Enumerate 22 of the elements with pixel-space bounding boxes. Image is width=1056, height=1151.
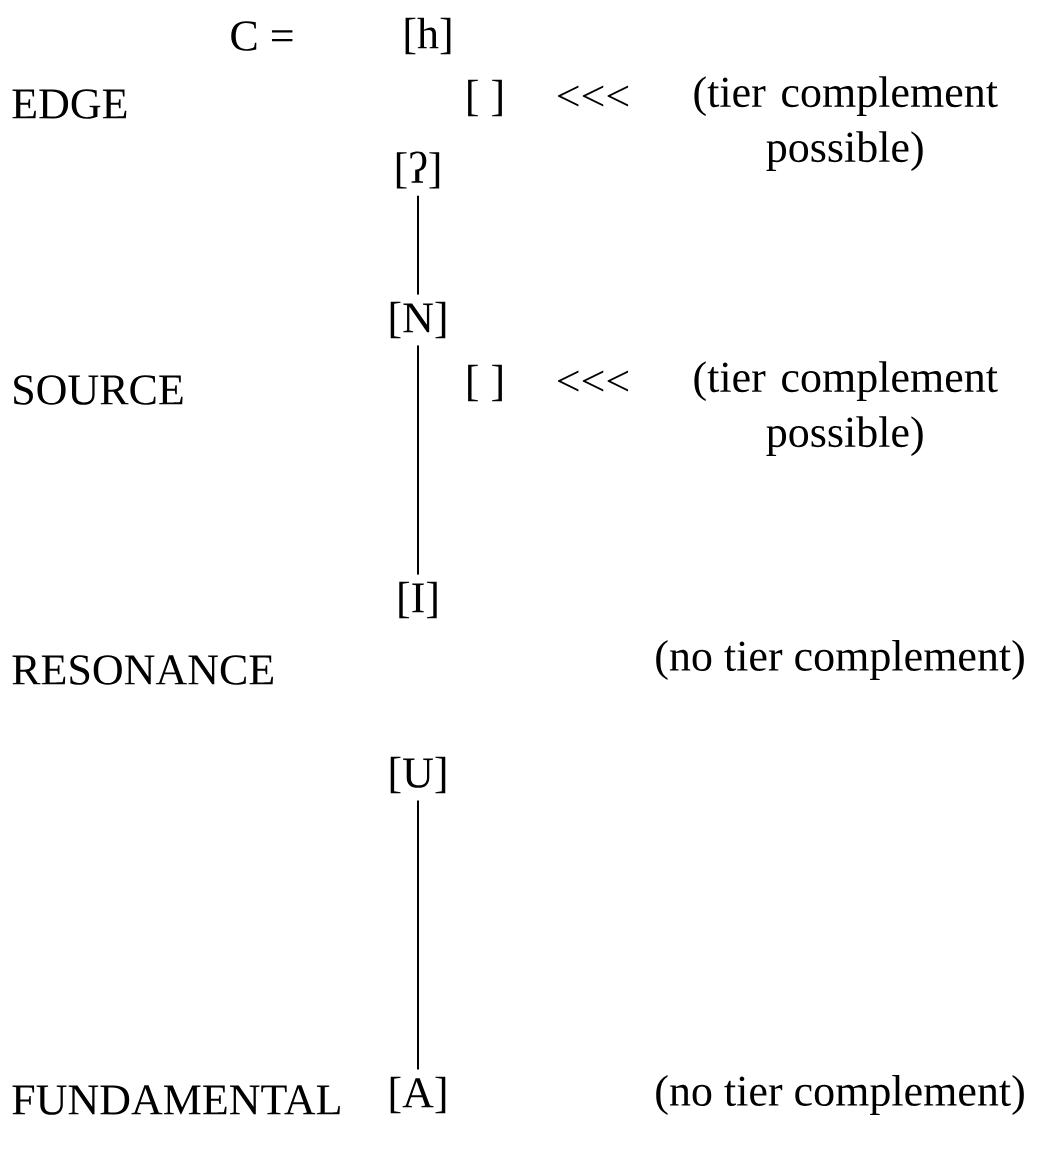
tier-label: RESONANCE	[12, 655, 273, 685]
note-text: C =	[231, 21, 293, 51]
connector-line	[417, 344, 419, 576]
arrow-text: <<<	[558, 85, 629, 107]
segment-text: [N]	[390, 301, 446, 339]
segment-text: [I]	[399, 581, 437, 619]
note-text: (tier complement possible)	[694, 76, 998, 172]
note-text: (tier complement possible)	[694, 361, 998, 457]
segment-text: [ʔ]	[396, 151, 440, 189]
connector-line	[417, 799, 419, 1071]
segment-text: [ ]	[468, 79, 502, 117]
note-text: (no tier complement)	[656, 1075, 1024, 1115]
arrow-text: <<<	[558, 370, 629, 392]
segment-text: [A]	[390, 1076, 446, 1114]
tier-label: FUNDAMENTAL	[12, 1085, 340, 1115]
tier-label: EDGE	[12, 89, 127, 119]
tier-label: SOURCE	[14, 375, 183, 405]
connector-line	[417, 194, 419, 296]
segment-text: [U]	[390, 756, 446, 794]
segment-text: [ ]	[468, 364, 502, 402]
note-text: (no tier complement)	[656, 640, 1024, 680]
segment-text: [h]	[405, 17, 451, 55]
